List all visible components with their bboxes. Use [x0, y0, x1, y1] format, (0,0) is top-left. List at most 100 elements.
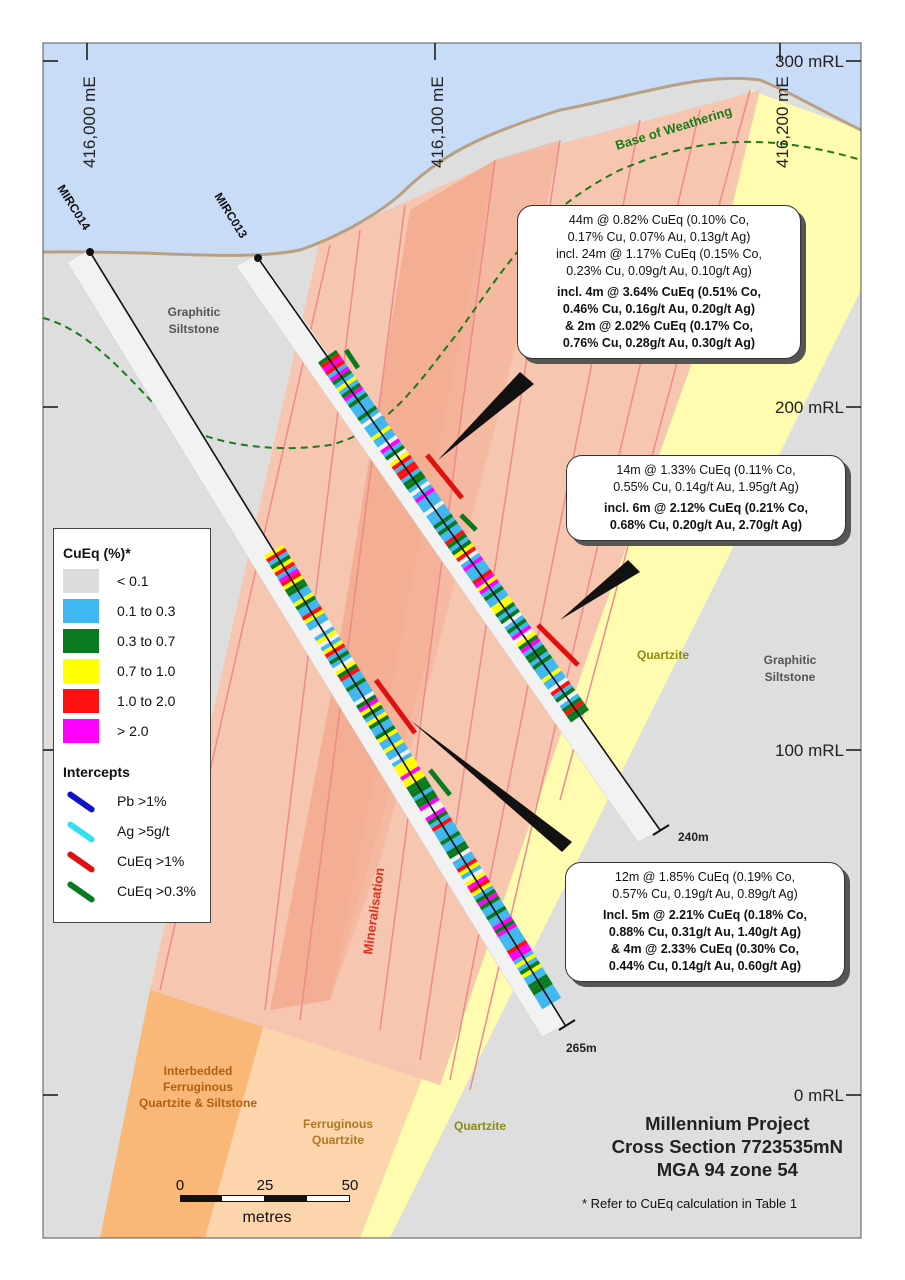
legend-swatch [63, 629, 99, 653]
callout-1-bold-4: 0.76% Cu, 0.28g/t Au, 0.30g/t Ag) [562, 336, 756, 350]
legend-intercept-row: Ag >5g/t [63, 819, 203, 845]
legend-intercept-row: CuEq >1% [63, 849, 203, 875]
legend-swatch [63, 599, 99, 623]
callout-1-line-2: 0.17% Cu, 0.07% Au, 0.13g/t Ag) [567, 230, 751, 244]
legend-label: 0.7 to 1.0 [117, 663, 176, 679]
legend-cueq-row: 0.3 to 0.7 [63, 629, 203, 655]
callout-3-line-1: 12m @ 1.85% CuEq (0.19% Co, [614, 870, 796, 884]
interbedded-label-3: Quartzite & Siltstone [139, 1096, 257, 1110]
intercept-bar [428, 768, 452, 797]
graphitic-siltstone-label-right-1: Graphitic [764, 653, 817, 667]
air-above-surface [43, 43, 861, 256]
grid-ticks [43, 43, 861, 1096]
eoh-tick-mirc014 [558, 1019, 576, 1031]
rl-label-200: 200 mRL [775, 398, 844, 417]
callout-3-bold-2: 0.88% Cu, 0.31g/t Au, 1.40g/t Ag) [608, 925, 802, 939]
legend-cueq-row: 0.1 to 0.3 [63, 599, 203, 625]
scale-bar: 0 25 50 metres [176, 1177, 359, 1226]
drillhole-mirc013-line [257, 257, 661, 831]
graphitic-siltstone-label-left-1: Graphitic [168, 305, 221, 319]
intercept-bars [343, 348, 580, 797]
scale-tick-50: 50 [342, 1177, 359, 1194]
callout-3-bold-4: 0.44% Cu, 0.14g/t Au, 0.60g/t Ag) [608, 959, 802, 973]
legend-intercept-row: Pb >1% [63, 789, 203, 815]
scale-tick-25: 25 [257, 1177, 274, 1194]
intercept-bar [425, 453, 464, 500]
easting-label-1: 416,100 mE [428, 76, 447, 168]
easting-label-2: 416,200 mE [773, 76, 792, 168]
intercept-bar [373, 678, 418, 735]
legend-intercept-row: CuEq >0.3% [63, 879, 203, 905]
legend-label: Pb >1% [117, 793, 167, 809]
legend-cueq-row: < 0.1 [63, 569, 203, 595]
legend-line [66, 820, 96, 844]
legend-label: CuEq >0.3% [117, 883, 196, 899]
callout-1-line-1: 44m @ 0.82% CuEq (0.10% Co, [568, 213, 750, 227]
callout-1-bold-2: 0.46% Cu, 0.16g/t Au, 0.20g/t Ag) [562, 302, 756, 316]
legend-label: 0.1 to 0.3 [117, 603, 176, 619]
drillhole-mirc014-line [89, 251, 566, 1026]
legend-label: > 2.0 [117, 723, 149, 739]
callout-1-line-3: incl. 24m @ 1.17% CuEq (0.15% Co, [556, 247, 762, 261]
title-line-1: Millennium Project [645, 1113, 810, 1134]
legend: CuEq (%)* < 0.1 0.1 to 0.3 0.3 to 0.7 0.… [53, 528, 211, 923]
scale-tick-0: 0 [176, 1177, 184, 1194]
legend-swatch [63, 569, 99, 593]
rl-label-300: 300 mRL [775, 52, 844, 71]
legend-cueq-row: > 2.0 [63, 719, 203, 745]
callout-pointer-2 [560, 560, 640, 620]
legend-cueq-row: 1.0 to 2.0 [63, 689, 203, 715]
graphitic-siltstone-label-left-2: Siltstone [169, 322, 220, 336]
callout-pointer-3 [410, 720, 572, 852]
legend-line [66, 790, 96, 814]
intercept-bar [343, 348, 361, 370]
callout-3-bold-1: Incl. 5m @ 2.21% CuEq (0.18% Co, [603, 908, 807, 922]
ferruginous-label-1: Ferruginous [303, 1117, 373, 1131]
cueq-note: * Refer to CuEq calculation in Table 1 [582, 1196, 798, 1211]
legend-cueq-row: 0.7 to 1.0 [63, 659, 203, 685]
eoh-tick-mirc013 [652, 824, 670, 836]
intercept-callout-3: 12m @ 1.85% CuEq (0.19% Co, 0.57% Cu, 0.… [565, 862, 845, 982]
rl-label-100: 100 mRL [775, 741, 844, 760]
ferruginous-label-2: Quartzite [312, 1133, 364, 1147]
legend-swatch [63, 689, 99, 713]
interbedded-label-2: Ferruginous [163, 1080, 233, 1094]
graphitic-siltstone-label-right-2: Siltstone [765, 670, 816, 684]
callout-2-bold-1: incl. 6m @ 2.12% CuEq (0.21% Co, [604, 501, 808, 515]
quartzite-label-low: Quartzite [454, 1119, 506, 1133]
callout-1-bold-1: incl. 4m @ 3.64% CuEq (0.51% Co, [557, 285, 761, 299]
mineralisation-core [270, 160, 495, 1010]
quartzite-label-mid: Quartzite [637, 648, 689, 662]
map-frame [42, 42, 862, 1239]
legend-label: 1.0 to 2.0 [117, 693, 176, 709]
callout-1-bold-3: & 2m @ 2.02% CuEq (0.17% Co, [565, 319, 753, 333]
title-line-2: Cross Section 7723535mN [611, 1136, 843, 1157]
intercept-callout-1: 44m @ 0.82% CuEq (0.10% Co, 0.17% Cu, 0.… [517, 205, 801, 359]
title-line-3: MGA 94 zone 54 [656, 1159, 798, 1180]
callout-2-bold-2: 0.68% Cu, 0.20g/t Au, 2.70g/t Ag) [609, 518, 803, 532]
section-title: Millennium Project Cross Section 7723535… [612, 1112, 843, 1181]
callout-3-bold-3: & 4m @ 2.33% CuEq (0.30% Co, [611, 942, 799, 956]
legend-line [66, 850, 96, 874]
rl-label-0: 0 mRL [794, 1086, 844, 1105]
legend-label: < 0.1 [117, 573, 149, 589]
collar-mirc013 [254, 254, 262, 262]
callout-2-line-2: 0.55% Cu, 0.14g/t Au, 1.95g/t Ag) [613, 480, 799, 494]
callout-2-line-1: 14m @ 1.33% CuEq (0.11% Co, [616, 463, 796, 477]
intercept-bar [536, 623, 580, 667]
topo-surface [43, 76, 861, 257]
easting-label-0: 416,000 mE [80, 76, 99, 168]
intercept-bar [459, 513, 478, 532]
hole-depth-mirc013: 240m [678, 830, 709, 844]
callout-3-line-2: 0.57% Cu, 0.19g/t Au, 0.89g/t Ag) [612, 887, 798, 901]
hole-depth-mirc014: 265m [566, 1041, 597, 1055]
collar-mirc014 [86, 248, 94, 256]
legend-swatch [63, 719, 99, 743]
legend-label: 0.3 to 0.7 [117, 633, 176, 649]
scale-unit: metres [243, 1209, 292, 1226]
legend-label: CuEq >1% [117, 853, 185, 869]
intercept-callout-2: 14m @ 1.33% CuEq (0.11% Co, 0.55% Cu, 0.… [566, 455, 846, 541]
legend-line [66, 880, 96, 904]
callout-1-line-4: 0.23% Cu, 0.09g/t Au, 0.10g/t Ag) [566, 264, 752, 278]
interbedded-label-1: Interbedded [164, 1064, 233, 1078]
